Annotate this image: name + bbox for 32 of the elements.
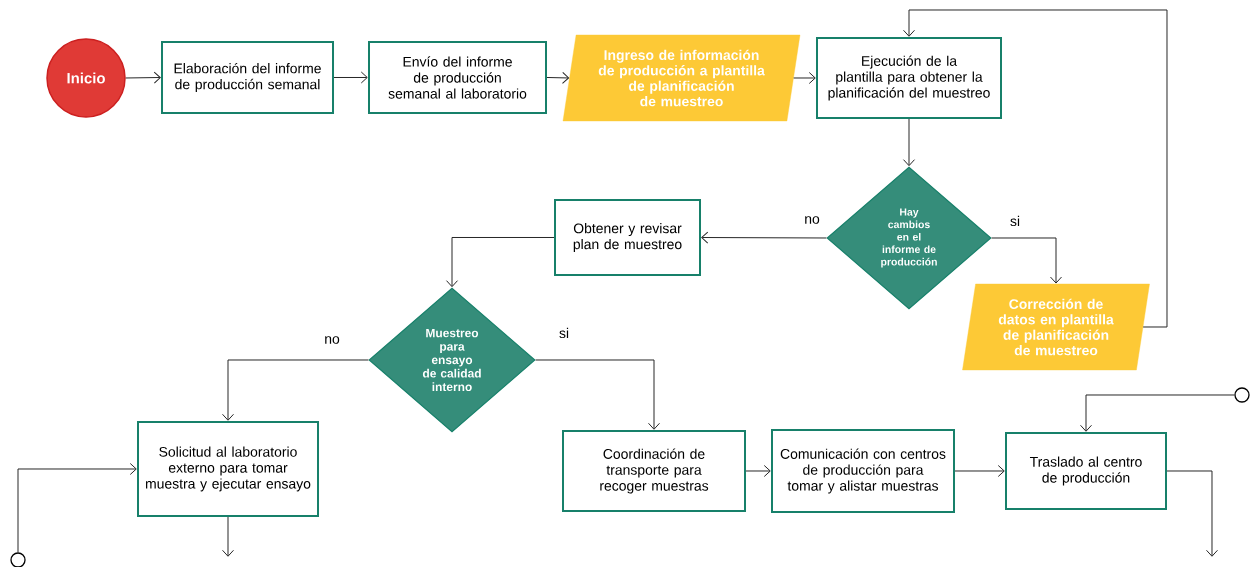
arrow <box>793 72 816 84</box>
process-box: Coordinación de transporte para recoger muestras <box>562 430 746 512</box>
edge-label: si <box>557 326 571 340</box>
connector-circle <box>1234 387 1250 403</box>
edge-label: no <box>803 215 821 225</box>
arrow <box>701 231 827 244</box>
arrow <box>1080 394 1235 432</box>
process-box: Comunicación con centros de producción para tomar y alistar muestras <box>771 429 955 513</box>
data-parallelogram: Corrección de datos en plantilla de planificación de muestreo <box>962 283 1150 371</box>
arrow <box>125 71 161 84</box>
process-box: Ejecución de la plantilla para obtener la planificación del muestreo <box>816 37 1002 119</box>
arrow <box>745 465 771 477</box>
process-box: Elaboración del informe de producción semanal <box>161 41 334 114</box>
arrow <box>17 463 137 553</box>
edge-label: no <box>323 335 341 345</box>
arrow <box>222 359 369 421</box>
arrow <box>333 71 368 84</box>
process-box: Traslado al centro de producción <box>1005 432 1167 510</box>
data-parallelogram: Ingreso de información de producción a plantilla de planificación de muestreo <box>562 34 801 122</box>
arrow <box>903 9 1168 328</box>
process-box: Solicitud al laboratorio externo para tomar muestra y ejecutar ensayo <box>137 421 319 517</box>
edge-label: si <box>1008 214 1022 228</box>
arrow <box>546 71 570 84</box>
arrow <box>446 237 555 288</box>
arrow <box>1166 470 1218 557</box>
process-box: Envío del informe de producción semanal al laboratorio <box>368 41 547 114</box>
arrow <box>535 359 660 430</box>
arrow <box>903 118 915 167</box>
arrow <box>222 516 234 557</box>
arrow <box>954 465 1005 477</box>
process-box: Obtener y revisar plan de muestreo <box>554 199 701 276</box>
arrow <box>991 237 1062 284</box>
